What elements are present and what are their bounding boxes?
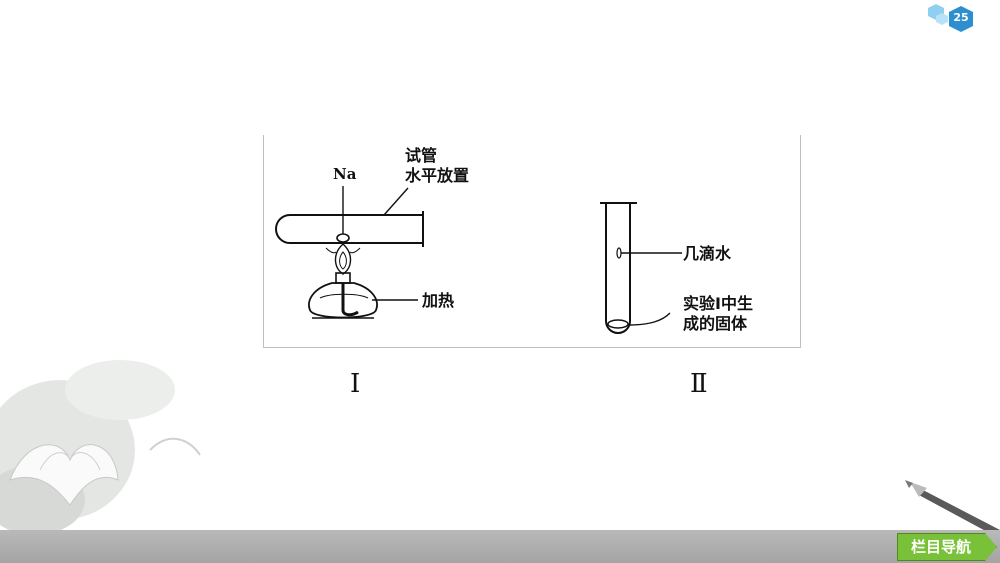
caption-one: Ⅰ: [350, 369, 361, 399]
solid-label-line2: 成的固体: [683, 314, 748, 333]
vertical-test-tube: [605, 203, 631, 334]
water-drop: [616, 247, 622, 259]
brush-pen-decoration: [905, 480, 1000, 535]
solid-label-line1: 实验Ⅰ中生: [683, 294, 753, 313]
diagram-frame: [263, 135, 801, 348]
horizontal-test-tube: [275, 214, 423, 244]
page-number-badge: [928, 4, 973, 32]
sodium-piece: [336, 233, 350, 243]
heating-label: 加热: [422, 291, 455, 310]
lamp-flame: [334, 243, 352, 275]
section-nav-label[interactable]: 栏目导航: [910, 538, 971, 556]
caption-two: Ⅱ: [690, 369, 708, 399]
section-nav-button[interactable]: [897, 533, 997, 561]
test-tube-label: 试管: [405, 146, 438, 165]
footer-bar: [0, 530, 1000, 563]
water-drops-label: 几滴水: [683, 244, 732, 263]
page-number: 25: [953, 11, 969, 24]
apparatus-one-drawing: [275, 186, 424, 319]
apparatus-two-drawing: [600, 202, 682, 334]
horizontal-placement-label: 水平放置: [405, 166, 470, 185]
lotus-decoration: [0, 360, 201, 535]
solid-residue: [607, 319, 629, 329]
sodium-label: Na: [333, 165, 357, 183]
